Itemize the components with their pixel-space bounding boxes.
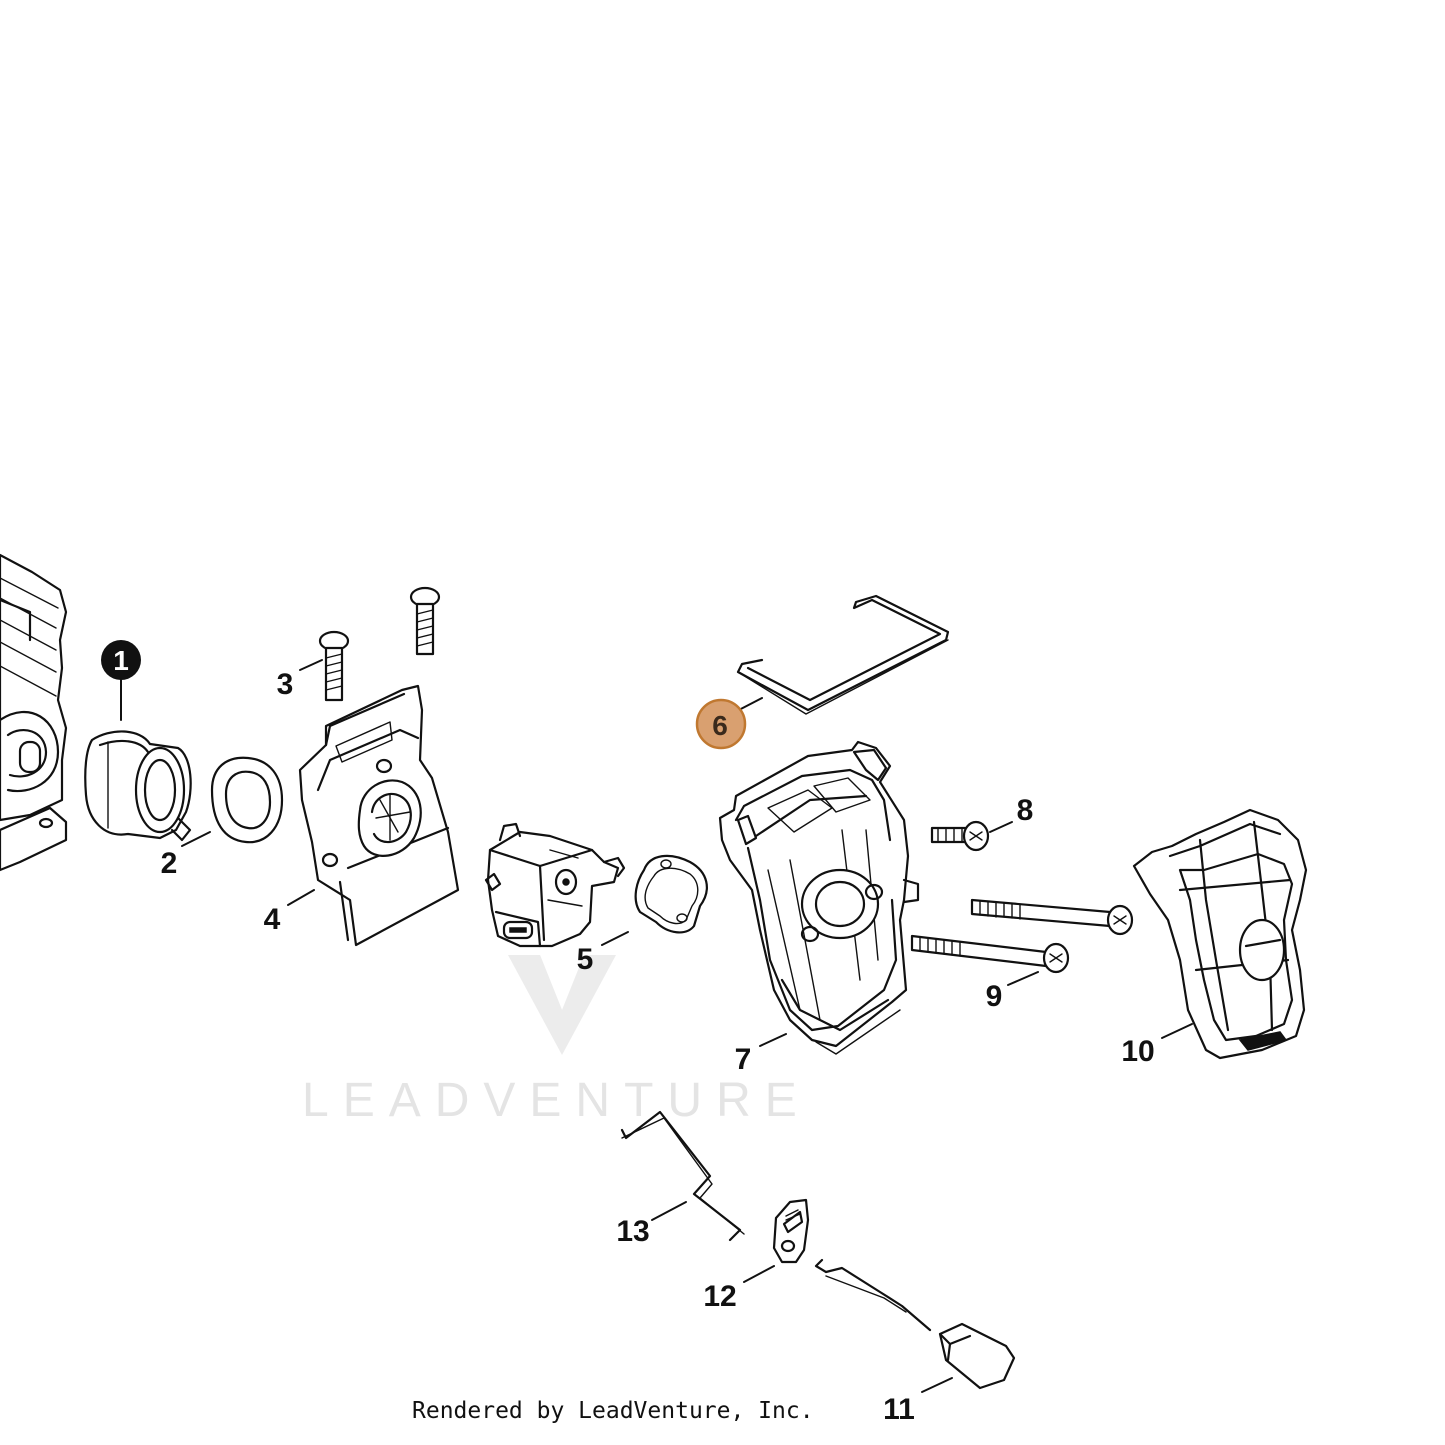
callout-4[interactable]: 4 <box>264 903 281 936</box>
air-filter-base-part <box>718 740 920 1055</box>
callout-2-label: 2 <box>161 847 178 880</box>
callout-1-label: 1 <box>113 645 129 676</box>
ring-part <box>210 756 284 844</box>
screw-part-9-lower <box>910 934 1070 974</box>
callout-7-label: 7 <box>735 1043 752 1076</box>
callout-6-label: 6 <box>712 710 728 741</box>
leader-lines <box>120 659 1193 1393</box>
callout-3[interactable]: 3 <box>277 668 294 701</box>
rod-part <box>620 1110 745 1242</box>
screw-part-9-upper <box>970 898 1134 936</box>
callout-11[interactable]: 11 <box>883 1393 915 1426</box>
callout-1[interactable]: 1 <box>101 640 141 680</box>
lever-part <box>772 1198 810 1264</box>
cylinder-part <box>0 553 68 872</box>
callout-7[interactable]: 7 <box>735 1043 752 1076</box>
callout-10-label: 10 <box>1121 1035 1154 1068</box>
callout-10[interactable]: 10 <box>1121 1035 1154 1068</box>
watermark: LEADVENTURE <box>302 955 811 1127</box>
callout-2[interactable]: 2 <box>161 847 178 880</box>
callout-3-label: 3 <box>277 668 294 701</box>
callout-5[interactable]: 5 <box>577 943 594 976</box>
render-credit: Rendered by LeadVenture, Inc. <box>412 1398 814 1424</box>
base-flange-part <box>298 684 460 947</box>
screw-part-8 <box>930 820 990 852</box>
callout-11-label: 11 <box>883 1393 915 1426</box>
callout-4-label: 4 <box>264 903 281 936</box>
intake-manifold-part <box>84 730 192 842</box>
cable-knob-part <box>814 1258 1016 1390</box>
callout-8-label: 8 <box>1017 794 1034 827</box>
carburetor-part <box>484 822 626 948</box>
callout-13-label: 13 <box>616 1215 649 1248</box>
watermark-logo-icon <box>508 955 616 1055</box>
callout-6-highlighted[interactable]: 6 <box>695 698 747 750</box>
callout-12-label: 12 <box>703 1280 736 1313</box>
callout-12[interactable]: 12 <box>703 1280 736 1313</box>
callout-5-label: 5 <box>577 943 594 976</box>
callout-9[interactable]: 9 <box>986 980 1003 1013</box>
gasket-part <box>634 854 708 934</box>
wire-clip-part <box>736 594 950 715</box>
watermark-text: LEADVENTURE <box>302 1074 811 1127</box>
callout-6-highlight-circle <box>695 698 747 750</box>
filter-cover-part <box>1132 808 1308 1060</box>
callout-13[interactable]: 13 <box>616 1215 649 1248</box>
callout-9-label: 9 <box>986 980 1003 1013</box>
callout-8[interactable]: 8 <box>1017 794 1034 827</box>
screw-part-top <box>409 586 441 656</box>
screw-part-3 <box>318 630 350 702</box>
